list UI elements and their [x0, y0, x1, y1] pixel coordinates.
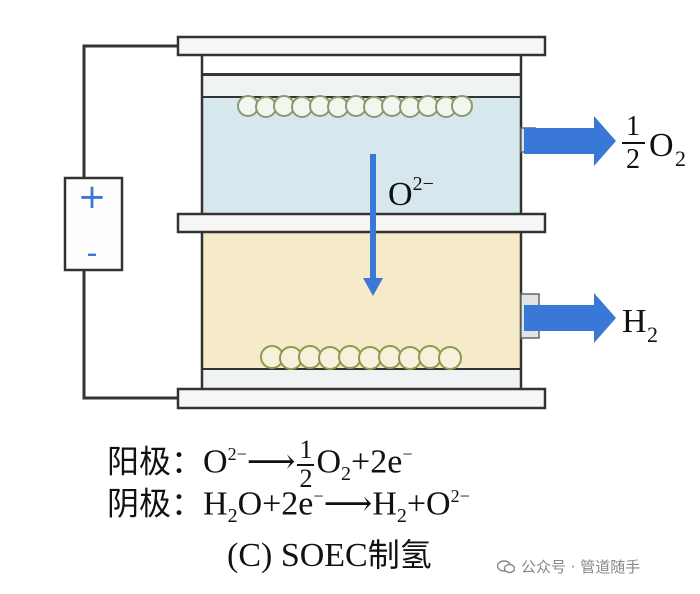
anode-label: 阳极： [107, 442, 204, 481]
cathode-reactant: H [203, 485, 228, 523]
hydrogen-output-arrow [524, 293, 616, 343]
oxide-ion-label: O2− [388, 173, 434, 213]
hydrogen-bubbles [260, 345, 462, 370]
anode-electrode [201, 74, 522, 98]
top-plate [176, 35, 547, 57]
caption-prefix: (C) SOEC [227, 537, 368, 574]
anode-electron-charge: − [402, 443, 413, 464]
electrolyte-plate [176, 212, 547, 234]
wechat-icon [497, 560, 515, 574]
anode-term: O [203, 443, 228, 481]
cathode-reactant-sub: 2 [227, 505, 238, 528]
hydrogen-output-label: H 2 [622, 303, 658, 347]
battery-minus-sign: - [87, 236, 98, 271]
cathode-chamber [201, 231, 522, 370]
circuit-wire-bottom [82, 269, 178, 400]
anode-electrons: +2e [351, 443, 403, 481]
oxygen-bubbles [237, 95, 473, 118]
anode-reaction-arrow: ⟶ [246, 443, 296, 481]
battery-plus-sign: + [78, 177, 107, 217]
svg-text:H: H [622, 303, 647, 340]
power-source [63, 176, 124, 272]
cathode-electrode [201, 368, 522, 390]
anode-product-sub: 2 [341, 463, 352, 486]
anode-product: O [316, 443, 342, 481]
svg-text:2: 2 [647, 322, 658, 347]
svg-text:2: 2 [675, 146, 686, 171]
watermark-text: 公众号 · 管道随手 [521, 558, 641, 576]
bottom-plate [176, 387, 547, 410]
cathode-label: 阴极： [107, 484, 204, 523]
cathode-product-sub: 2 [396, 505, 407, 528]
anode-term-charge: 2− [227, 443, 247, 464]
oxide-ion-arrow [363, 154, 383, 296]
watermark: 公众号 · 管道随手 [497, 556, 640, 577]
cathode-product: H [372, 485, 397, 523]
svg-text:O: O [649, 127, 674, 164]
caption-chinese: 制氢 [367, 536, 432, 574]
cathode-reaction-arrow: ⟶ [323, 485, 373, 523]
cathode-product-ion: +O [406, 485, 451, 523]
svg-text:2: 2 [626, 144, 640, 175]
cathode-reaction: 阴极：H2O+2e−⟶H2+O2− [107, 487, 470, 526]
figure-caption: (C) SOEC制氢 [227, 530, 432, 576]
cathode-reactant-rest: O+2e [237, 485, 314, 523]
svg-text:1: 1 [626, 111, 640, 142]
oxygen-output-label: 1 2 O 2 [622, 111, 686, 175]
circuit-wire-top [82, 44, 178, 180]
cathode-electron-charge: − [313, 486, 324, 506]
cathode-ion-charge: 2− [450, 486, 470, 506]
oxygen-output-arrow [524, 116, 616, 166]
